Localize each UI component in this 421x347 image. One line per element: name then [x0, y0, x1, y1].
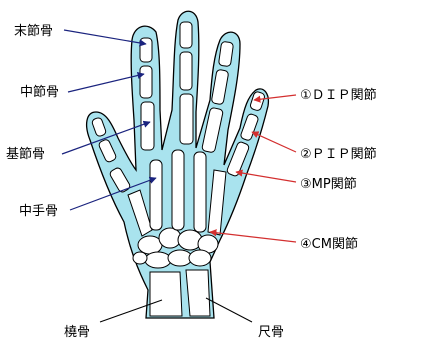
- index-finger-bones: [140, 38, 154, 150]
- arrow-cm-joint: [210, 232, 296, 242]
- forearm-bones: [150, 270, 210, 316]
- arrow-pip-joint: [252, 132, 296, 152]
- radius-bone: [150, 272, 182, 316]
- label-cm-joint: ④CM関節: [300, 238, 358, 251]
- label-pip-joint: ②ＰＩＰ関節: [300, 148, 377, 161]
- label-dip-joint: ①ＤＩＰ関節: [300, 89, 377, 102]
- label-proximal-phalanx: 基節骨: [6, 148, 45, 161]
- label-radius: 橈骨: [64, 326, 90, 339]
- label-metacarpal: 中手骨: [19, 205, 58, 218]
- label-ulna: 尺骨: [258, 326, 284, 339]
- label-distal-phalanx: 末節骨: [14, 25, 53, 38]
- ulna-bone: [186, 270, 210, 316]
- label-mp-joint: ③MP関節: [300, 178, 357, 191]
- middle-finger-bones: [180, 22, 193, 144]
- label-middle-phalanx: 中節骨: [20, 86, 59, 99]
